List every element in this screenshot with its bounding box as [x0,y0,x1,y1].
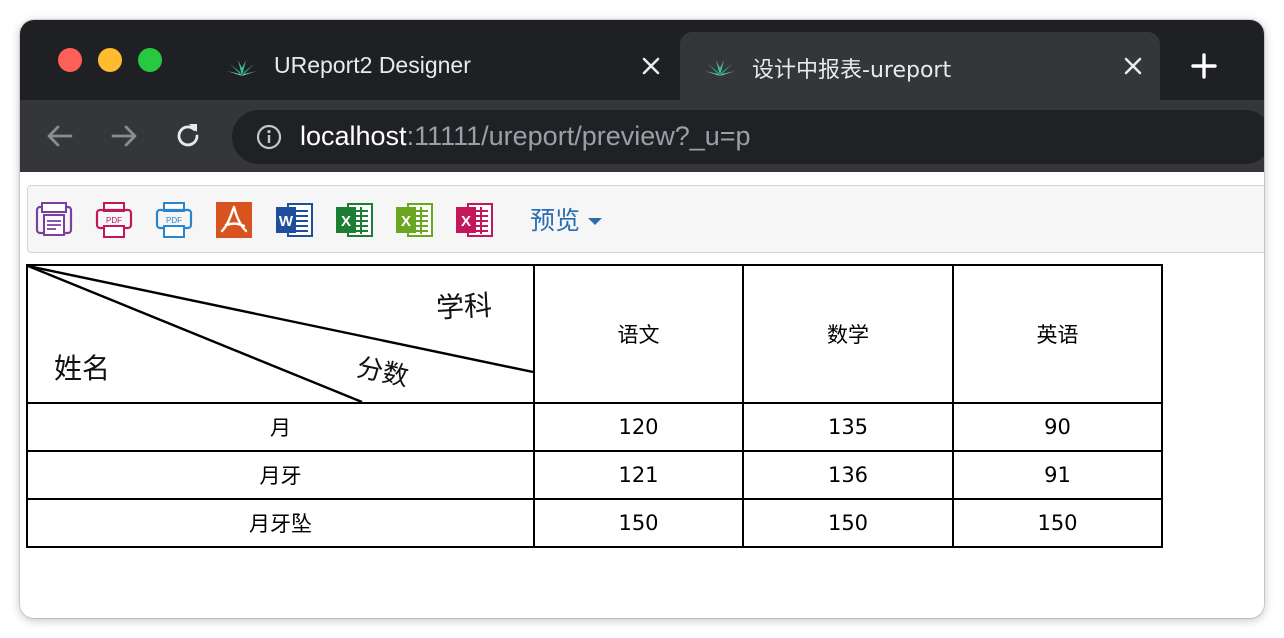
export-pdf-icon[interactable] [214,201,254,239]
tab-ureport-designer[interactable]: UReport2 Designer [202,32,678,100]
site-info-icon[interactable] [256,124,282,150]
column-header-english: 英语 [952,264,1163,404]
tab-title: UReport2 Designer [274,52,471,78]
svg-text:X: X [401,213,411,230]
column-header-math: 数学 [742,264,954,404]
table-row: 月牙 121 136 91 [26,450,1163,500]
reload-icon[interactable] [172,120,204,152]
column-header-chinese: 语文 [533,264,744,404]
preview-label: 预览 [530,206,581,235]
score-cell: 150 [533,498,744,548]
print-pdf-preview-icon[interactable]: PDF [154,201,194,239]
tab-title: 设计中报表-ureport [752,58,952,83]
export-excel-paged-icon[interactable]: X [394,201,434,239]
export-word-icon[interactable]: W [274,201,314,239]
score-cell: 121 [533,450,744,500]
score-cell: 135 [742,402,954,452]
slash-header-graphic: 学科 姓名 分数 [28,266,533,402]
student-name-cell: 月牙 [26,450,535,500]
maximize-window-button[interactable] [138,48,162,72]
slash-header-cell: 学科 姓名 分数 [26,264,535,404]
report-table: 学科 姓名 分数 语文 数学 英语 月 120 135 90 月牙 121 13… [26,264,1163,548]
score-cell: 136 [742,450,954,500]
score-cell: 150 [742,498,954,548]
page-content: PDF PDF W [20,172,1264,618]
forward-arrow-icon[interactable] [108,120,140,152]
ureport-favicon-icon [227,60,257,76]
svg-text:PDF: PDF [106,216,122,225]
url-path: :11111/ureport/preview?_u=p [406,121,751,151]
print-preview-icon[interactable] [34,201,74,239]
svg-text:PDF: PDF [166,216,182,225]
ureport-favicon-icon [705,60,735,76]
close-tab-icon[interactable] [638,53,664,79]
print-pdf-icon[interactable]: PDF [94,201,134,239]
score-cell: 120 [533,402,744,452]
new-tab-plus-icon[interactable] [1190,52,1218,80]
table-row: 月 120 135 90 [26,402,1163,452]
url-host: localhost [300,121,407,151]
score-cell: 90 [952,402,1163,452]
report-toolbar: PDF PDF W [27,185,1264,253]
back-arrow-icon[interactable] [44,120,76,152]
slash-label-name: 姓名 [54,352,110,385]
score-cell: 150 [952,498,1163,548]
student-name-cell: 月牙坠 [26,498,535,548]
preview-dropdown[interactable]: 预览 [530,201,603,237]
minimize-window-button[interactable] [98,48,122,72]
score-cell: 91 [952,450,1163,500]
student-name-cell: 月 [26,402,535,452]
close-window-button[interactable] [58,48,82,72]
caret-down-icon [588,217,603,225]
export-excel-sheets-icon[interactable]: X [454,201,494,239]
svg-text:X: X [341,213,351,230]
tab-report-preview[interactable]: 设计中报表-ureport [680,32,1160,100]
url-text[interactable]: localhost:11111/ureport/preview?_u=p [300,121,751,152]
tab-bar: UReport2 Designer 设计中报表-ureport [20,20,1264,100]
svg-text:W: W [279,213,294,230]
browser-toolbar: localhost:11111/ureport/preview?_u=p [20,100,1264,172]
browser-window: UReport2 Designer 设计中报表-ureport [20,20,1264,618]
report-header-row: 学科 姓名 分数 语文 数学 英语 [26,264,1163,404]
svg-text:X: X [461,213,471,230]
address-bar[interactable]: localhost:11111/ureport/preview?_u=p [232,110,1264,164]
slash-label-score: 分数 [354,353,411,393]
table-row: 月牙坠 150 150 150 [26,498,1163,548]
export-excel-icon[interactable]: X [334,201,374,239]
close-tab-icon[interactable] [1120,53,1146,79]
slash-label-subject: 学科 [435,289,493,325]
